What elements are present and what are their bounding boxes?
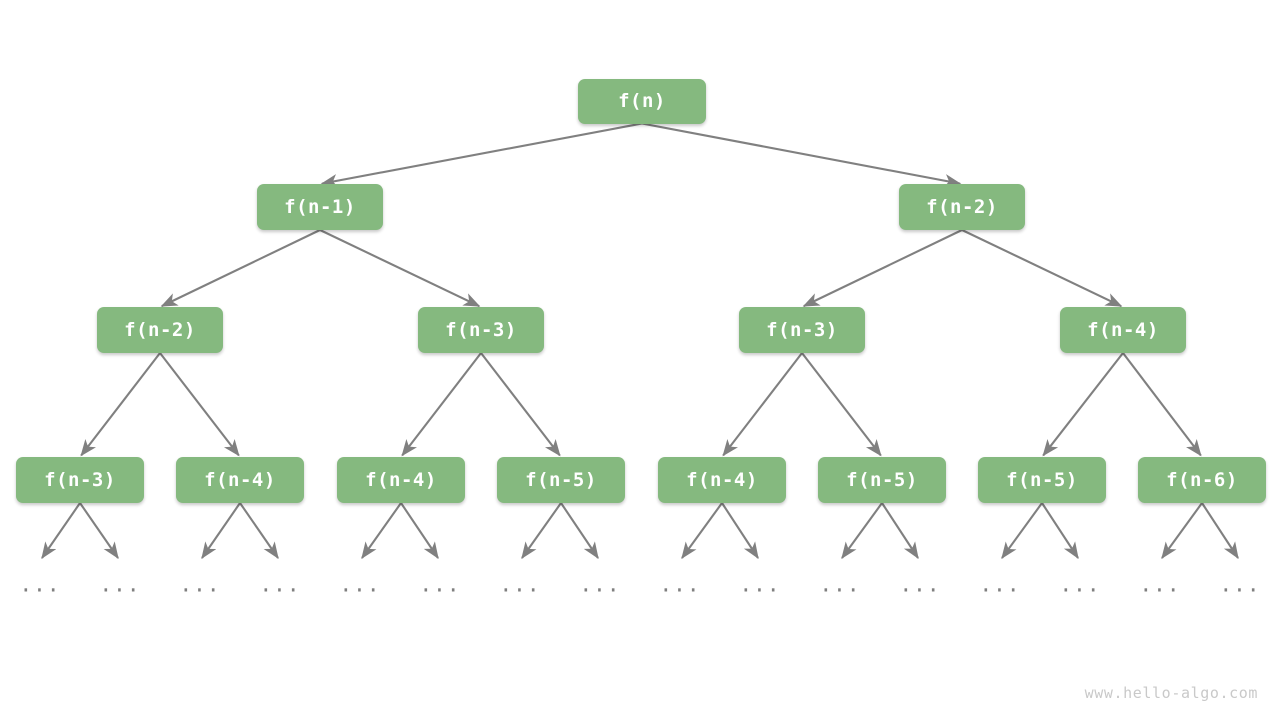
ellipsis-marker: ...: [259, 572, 301, 597]
edge-n0-to-n2: [641, 122, 962, 188]
tree-node-n12: f(n-5): [818, 457, 946, 503]
leaf-edge-n7-1: [79, 502, 119, 560]
edge-n2-to-n5: [802, 229, 963, 308]
leaf-edge-n9-4: [361, 502, 402, 560]
tree-node-n7: f(n-3): [16, 457, 144, 503]
leaf-edge-n7-0: [41, 502, 81, 560]
ellipsis-marker: ...: [419, 572, 461, 597]
ellipsis-marker: ...: [659, 572, 701, 597]
tree-node-n1: f(n-1): [257, 184, 383, 230]
leaf-edge-n8-3: [239, 502, 279, 560]
edge-n1-to-n4: [319, 229, 481, 308]
leaf-edge-n11-9: [721, 502, 759, 560]
ellipsis-marker: ...: [819, 572, 861, 597]
leaf-edge-n8-2: [201, 502, 241, 560]
ellipsis-marker: ...: [579, 572, 621, 597]
ellipsis-marker: ...: [739, 572, 781, 597]
edge-n6-to-n13: [1042, 352, 1124, 457]
ellipsis-marker: ...: [19, 572, 61, 597]
leaf-edge-n14-15: [1201, 502, 1239, 560]
leaf-edge-n9-5: [400, 502, 439, 560]
edge-n4-to-n9: [401, 352, 482, 457]
leaf-edge-n10-6: [521, 502, 562, 560]
tree-node-n5: f(n-3): [739, 307, 865, 353]
edge-n5-to-n12: [801, 352, 882, 457]
tree-node-n4: f(n-3): [418, 307, 544, 353]
ellipsis-marker: ...: [99, 572, 141, 597]
leaf-edge-n10-7: [560, 502, 599, 560]
leaf-edge-n11-8: [681, 502, 723, 560]
leaf-edge-n14-14: [1161, 502, 1203, 560]
leaf-edge-n12-11: [881, 502, 919, 560]
tree-node-n2: f(n-2): [899, 184, 1025, 230]
edge-n6-to-n14: [1122, 352, 1202, 457]
ellipsis-marker: ...: [1219, 572, 1261, 597]
leaf-edge-n13-13: [1041, 502, 1079, 560]
tree-node-n13: f(n-5): [978, 457, 1106, 503]
tree-node-n3: f(n-2): [97, 307, 223, 353]
ellipsis-marker: ...: [1059, 572, 1101, 597]
tree-node-n11: f(n-4): [658, 457, 786, 503]
tree-node-n9: f(n-4): [337, 457, 465, 503]
edge-n3-to-n8: [159, 352, 240, 457]
edge-n4-to-n10: [480, 352, 561, 457]
ellipsis-marker: ...: [179, 572, 221, 597]
ellipsis-marker: ...: [979, 572, 1021, 597]
ellipsis-marker: ...: [339, 572, 381, 597]
tree-node-n6: f(n-4): [1060, 307, 1186, 353]
ellipsis-marker: ...: [499, 572, 541, 597]
tree-node-n0: f(n): [578, 78, 706, 124]
tree-node-n14: f(n-6): [1138, 457, 1266, 503]
ellipsis-marker: ...: [899, 572, 941, 597]
ellipsis-marker: ...: [1139, 572, 1181, 597]
watermark: www.hello-algo.com: [1084, 684, 1258, 702]
edge-n5-to-n11: [722, 352, 803, 457]
tree-node-n8: f(n-4): [176, 457, 304, 503]
tree-node-n10: f(n-5): [497, 457, 625, 503]
edge-n2-to-n6: [961, 229, 1123, 308]
leaf-edge-n13-12: [1001, 502, 1043, 560]
leaf-edge-n12-10: [841, 502, 883, 560]
edge-n3-to-n7: [80, 352, 161, 457]
edge-n1-to-n3: [160, 229, 321, 308]
edge-n0-to-n1: [320, 122, 643, 188]
